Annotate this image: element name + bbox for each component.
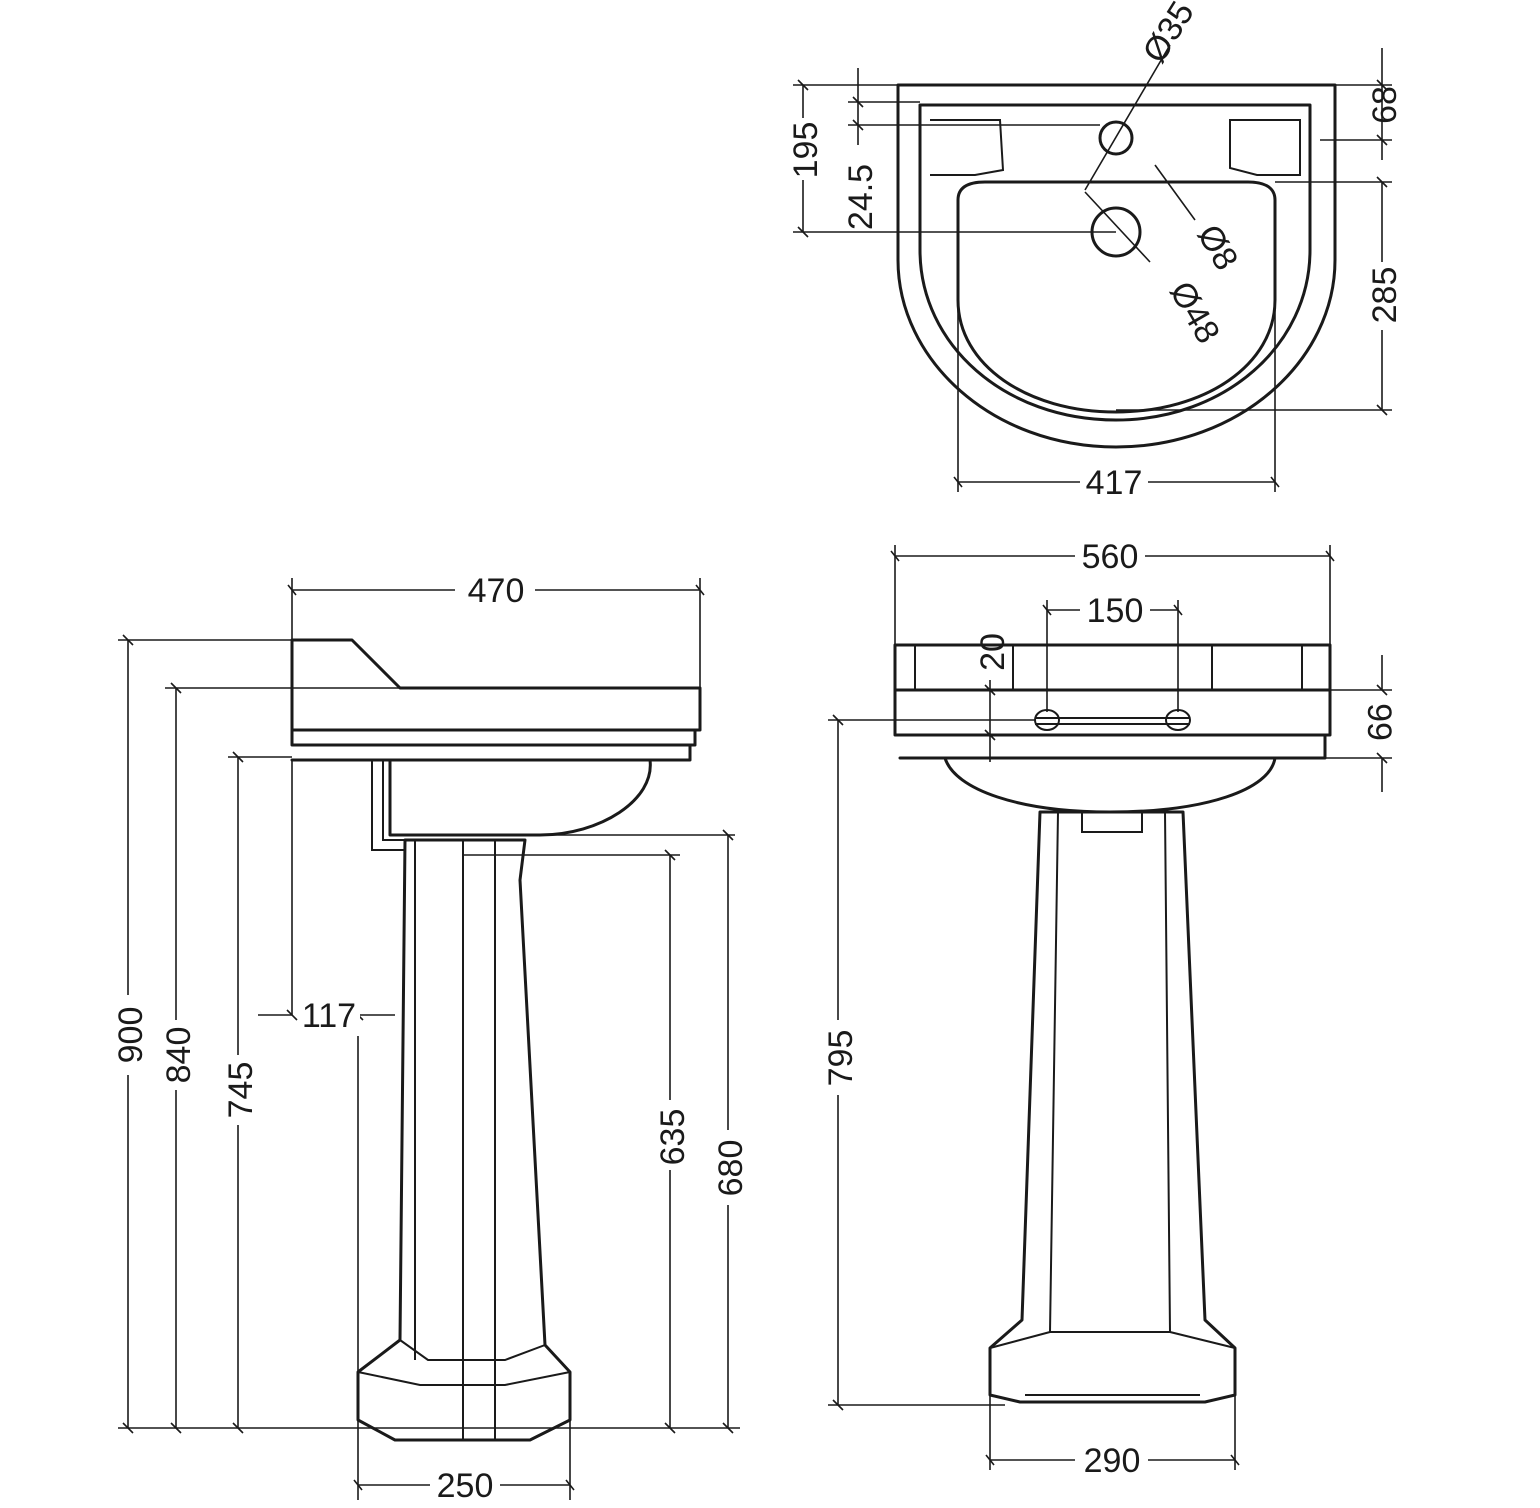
dim-285: 285 [1366,267,1404,324]
dim-560: 560 [1082,538,1139,576]
plan-tap-hole [1098,120,1134,156]
dim-68: 68 [1366,86,1404,124]
dimension-labels: 417 470 560 150 117 250 290 900 840 745 … [112,0,1404,1506]
dim-795: 795 [822,1030,860,1087]
plan-bowl [956,180,1277,414]
front-view [828,545,1392,1470]
dim-20: 20 [974,633,1012,671]
plan-outer-outline [896,83,1337,449]
side-basin-top [290,638,702,732]
plan-tap-ledge [930,119,1301,176]
dim-900: 900 [112,1007,150,1064]
plan-inner-rim [918,103,1312,422]
front-tap-hole-left [1034,709,1060,731]
dim-99: 99 [1360,703,1398,741]
dim-24-5: 24.5 [842,164,880,230]
dim-290: 290 [1084,1442,1141,1480]
dim-hole-48: Ø48 [1162,275,1227,350]
dim-745: 745 [222,1062,260,1119]
dim-470: 470 [468,572,525,610]
front-pedestal-details [989,811,1236,1396]
dim-195: 195 [787,122,825,179]
dim-150: 150 [1087,592,1144,630]
dim-680: 680 [712,1140,750,1197]
dim-417: 417 [1086,464,1143,502]
front-overflow [1081,812,1143,833]
dimension-arrow-ticks [122,79,1388,1491]
front-tap-hole-right [1165,709,1191,731]
dim-635: 635 [654,1109,692,1166]
front-basin-top [893,643,1332,692]
side-pedestal-details [357,840,571,1440]
side-bowl [388,758,652,837]
front-bowl [943,756,1277,814]
side-back-trap [371,760,405,851]
side-view [118,578,740,1500]
front-pedestal-column [988,810,1237,1404]
dim-840: 840 [160,1027,198,1084]
side-basin-band [290,728,697,762]
dim-hole-8: Ø8 [1190,218,1246,276]
dim-250: 250 [437,1467,494,1505]
front-ledges [914,645,1303,690]
dim-hole-35: Ø35 [1136,0,1202,69]
dim-117: 117 [302,997,356,1035]
side-pedestal-column [356,838,572,1442]
plan-view [793,44,1392,492]
